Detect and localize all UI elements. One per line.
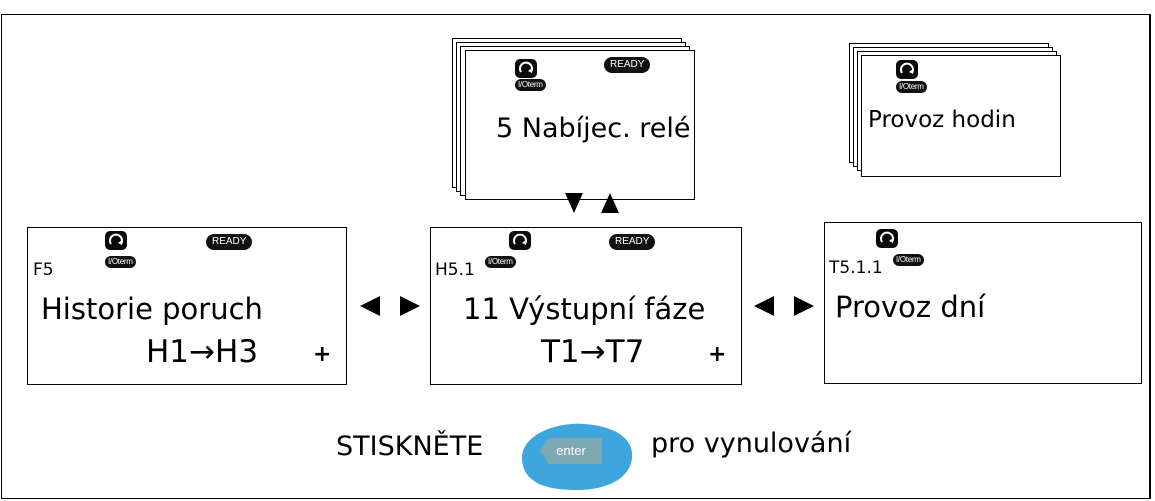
panel-text: Provoz hodin (868, 107, 1016, 133)
leftright-arrows-icon (360, 296, 420, 316)
panel-top-center: READY I/Oterm 5 Nabíjec. relé (465, 50, 695, 200)
menu-code: F5 (33, 260, 54, 280)
status-badge: READY (206, 234, 253, 250)
rotate-icon (105, 231, 127, 250)
rotate-icon (515, 59, 537, 78)
panel-range: T1→T7 (541, 334, 645, 370)
enter-button[interactable]: enter (540, 438, 602, 464)
rotate-icon (896, 60, 918, 79)
panel-left: READY F5 I/Oterm Historie poruch H1→H3 + (27, 227, 347, 385)
menu-code: H5.1 (435, 260, 475, 280)
diagram-frame (1, 14, 1151, 499)
ioterm-badge: I/Oterm (893, 254, 924, 266)
status-badge: READY (609, 234, 656, 250)
panel-center: READY H5.1 I/Oterm 11 Výstupní fáze T1→T… (430, 227, 742, 385)
updown-arrows-icon (565, 193, 619, 213)
panel-right: T5.1.1 I/Oterm Provoz dní (824, 222, 1142, 384)
more-icon: + (313, 342, 332, 367)
panel-title: 11 Výstupní fáze (463, 292, 706, 326)
footer-before-text: STISKNĚTE (336, 431, 484, 462)
panel-text: 5 Nabíjec. relé (496, 113, 691, 144)
panel-title: Provoz dní (835, 290, 986, 324)
rotate-icon (876, 229, 898, 248)
rotate-icon (509, 231, 531, 250)
footer-after-text: pro vynulování (651, 428, 852, 459)
ioterm-badge: I/Oterm (515, 79, 546, 91)
ioterm-badge: I/Oterm (485, 256, 516, 268)
leftright-arrows-icon (754, 296, 814, 316)
status-badge: READY (604, 57, 651, 73)
panel-range: H1→H3 (146, 334, 259, 370)
panel-top-right: I/Oterm Provoz hodin (861, 55, 1061, 177)
panel-title: Historie poruch (41, 292, 263, 326)
menu-code: T5.1.1 (829, 258, 883, 278)
ioterm-badge: I/Oterm (105, 256, 136, 268)
ioterm-badge: I/Oterm (896, 81, 927, 93)
more-icon: + (708, 342, 727, 367)
